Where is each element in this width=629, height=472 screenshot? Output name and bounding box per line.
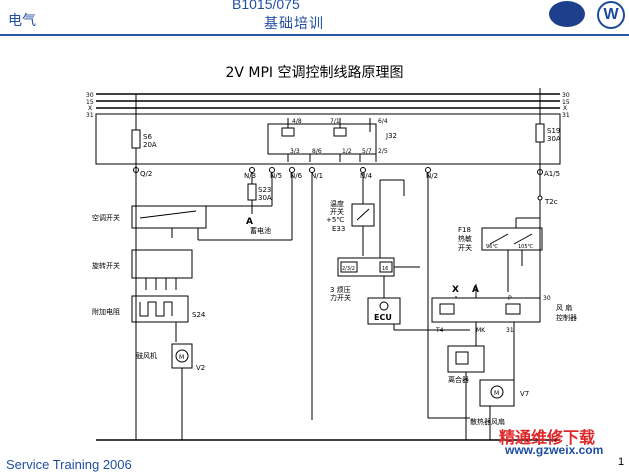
clutch-label: 离合器 [448,375,469,384]
battery-label: 蓄电池 [250,226,271,235]
fan-pin-p: P [508,295,512,302]
connector-n6: N/6 [290,172,303,180]
rail-label: 31 [86,112,94,119]
vw-logo-icon: W [597,1,625,29]
thermo-switch-label: 开关 [458,243,472,252]
pressure-switch-label: 力开关 [330,293,351,302]
thermo-switch-code: F18 [458,226,471,234]
temp-switch-code: E33 [332,225,345,233]
thermo-temp-high: 105℃ [518,244,534,250]
connector-t2c: T2c [544,198,558,206]
relay-pin: 1/2 [342,148,352,155]
pressure-pin: 2/3/2 [342,266,355,272]
faw-logo-icon [549,1,585,27]
ac-switch-label: 空调开关 [92,213,120,222]
connector-n3: N/3 [244,172,256,180]
relay-pin: 4/8 [292,118,302,125]
connector-n5: N/5 [270,172,282,180]
fan-motor-label: 散热器风扇 [470,417,505,426]
svg-text:M: M [179,354,184,361]
header-divider [0,34,629,36]
fan-motor-code: V7 [520,390,529,398]
relay-j32 [267,123,377,155]
fuse-s23 [247,183,257,201]
thermo-switch-f18 [481,227,543,251]
connector [133,167,139,173]
power-rails [96,93,560,115]
relay-pin: 7/1 [330,118,340,125]
battery-letter: A [246,217,253,227]
rotary-switch-label: 旋转开关 [92,261,120,270]
svg-text:M: M [494,390,499,397]
relay-pin: 6/4 [378,118,388,125]
connector-n2: N/2 [426,172,438,180]
relay-pin: 2/5 [378,148,388,155]
rail-label: 31 [562,112,570,119]
connector-n1: N/1 [311,172,323,180]
temp-switch-label: 温度 [330,199,344,208]
connector-a15: A1/5 [544,170,560,178]
rail-labels-right: 30 15 X 31 [562,92,570,119]
relay-pin: 3/3 [290,148,300,155]
ac-switch [131,205,207,229]
blower-label: 鼓风机 [136,351,157,360]
rotary-switch [131,249,193,279]
resistor-label: 附加电阻 [92,307,120,316]
relay-pin: 5/7 [362,148,372,155]
fan-controller-label: 控制器 [556,313,577,322]
thermo-temp-low: 96℃ [486,244,498,250]
fan-pin-mk: MK [476,327,486,334]
resistor-s24 [131,295,189,323]
thermo-switch-label: 热敏 [458,234,472,243]
header-bar: 电气 B1015/075 基础培训 W [0,0,629,44]
relay-j32-label: J32 [385,132,397,140]
document-code: B1015/075 [232,0,300,12]
rail-label: X [88,105,92,112]
ecu-label: ECU [374,313,392,322]
fuse-s19 [535,123,545,143]
rail-label: X [563,105,567,112]
diagram-title: 2V MPI 空调控制线路原理图 [225,65,404,81]
fan-pin-30: 30 [543,295,551,302]
rail-label: 15 [86,99,94,106]
rail-label: 15 [562,99,570,106]
section-label: 电气 [8,13,36,29]
rail-label: 30 [86,92,94,99]
ac-clutch [447,345,485,373]
fuse-s6-label: S6 [143,133,152,141]
fuse-s23-label: S23 [258,186,271,194]
rail-labels-left: 30 15 X 31 [86,92,94,119]
fuse-s6-rating: 20A [143,141,157,149]
blower-code: V2 [196,364,205,372]
watermark-text: 精通维修下载 [499,428,596,447]
fuse-s19-label: S19 [547,127,560,135]
watermark-url: www.gzweix.com [505,443,604,457]
temp-switch-label: 开关 [330,207,344,216]
fan-controller-label: 风 扇 [556,303,572,312]
rail-label: 30 [562,92,570,99]
fan-motor-v7 [479,379,515,407]
connector-q2: Q/2 [140,170,152,178]
pressure-pin: 16 [382,266,388,272]
fuse-s19-rating: 30A [547,135,561,143]
relay-pin: 8/6 [312,148,322,155]
fan-pin-31: 31 [506,327,514,334]
fan-controller [431,297,541,323]
fuse-s23-rating: 30A [258,194,272,202]
temp-switch-label: +5℃ [326,216,344,224]
resistor-code: S24 [192,311,206,319]
fan-pin-x: X [452,285,459,295]
document-subtitle: 基础培训 [264,16,324,32]
page-number: 1 [618,456,625,468]
fuse-s6 [131,129,141,149]
fuse-panel-frame [95,113,561,165]
connector-n4: N/4 [360,172,373,180]
footer-text: Service Training 2006 [6,457,132,472]
pressure-switch-label: 3 烦压 [330,286,351,294]
